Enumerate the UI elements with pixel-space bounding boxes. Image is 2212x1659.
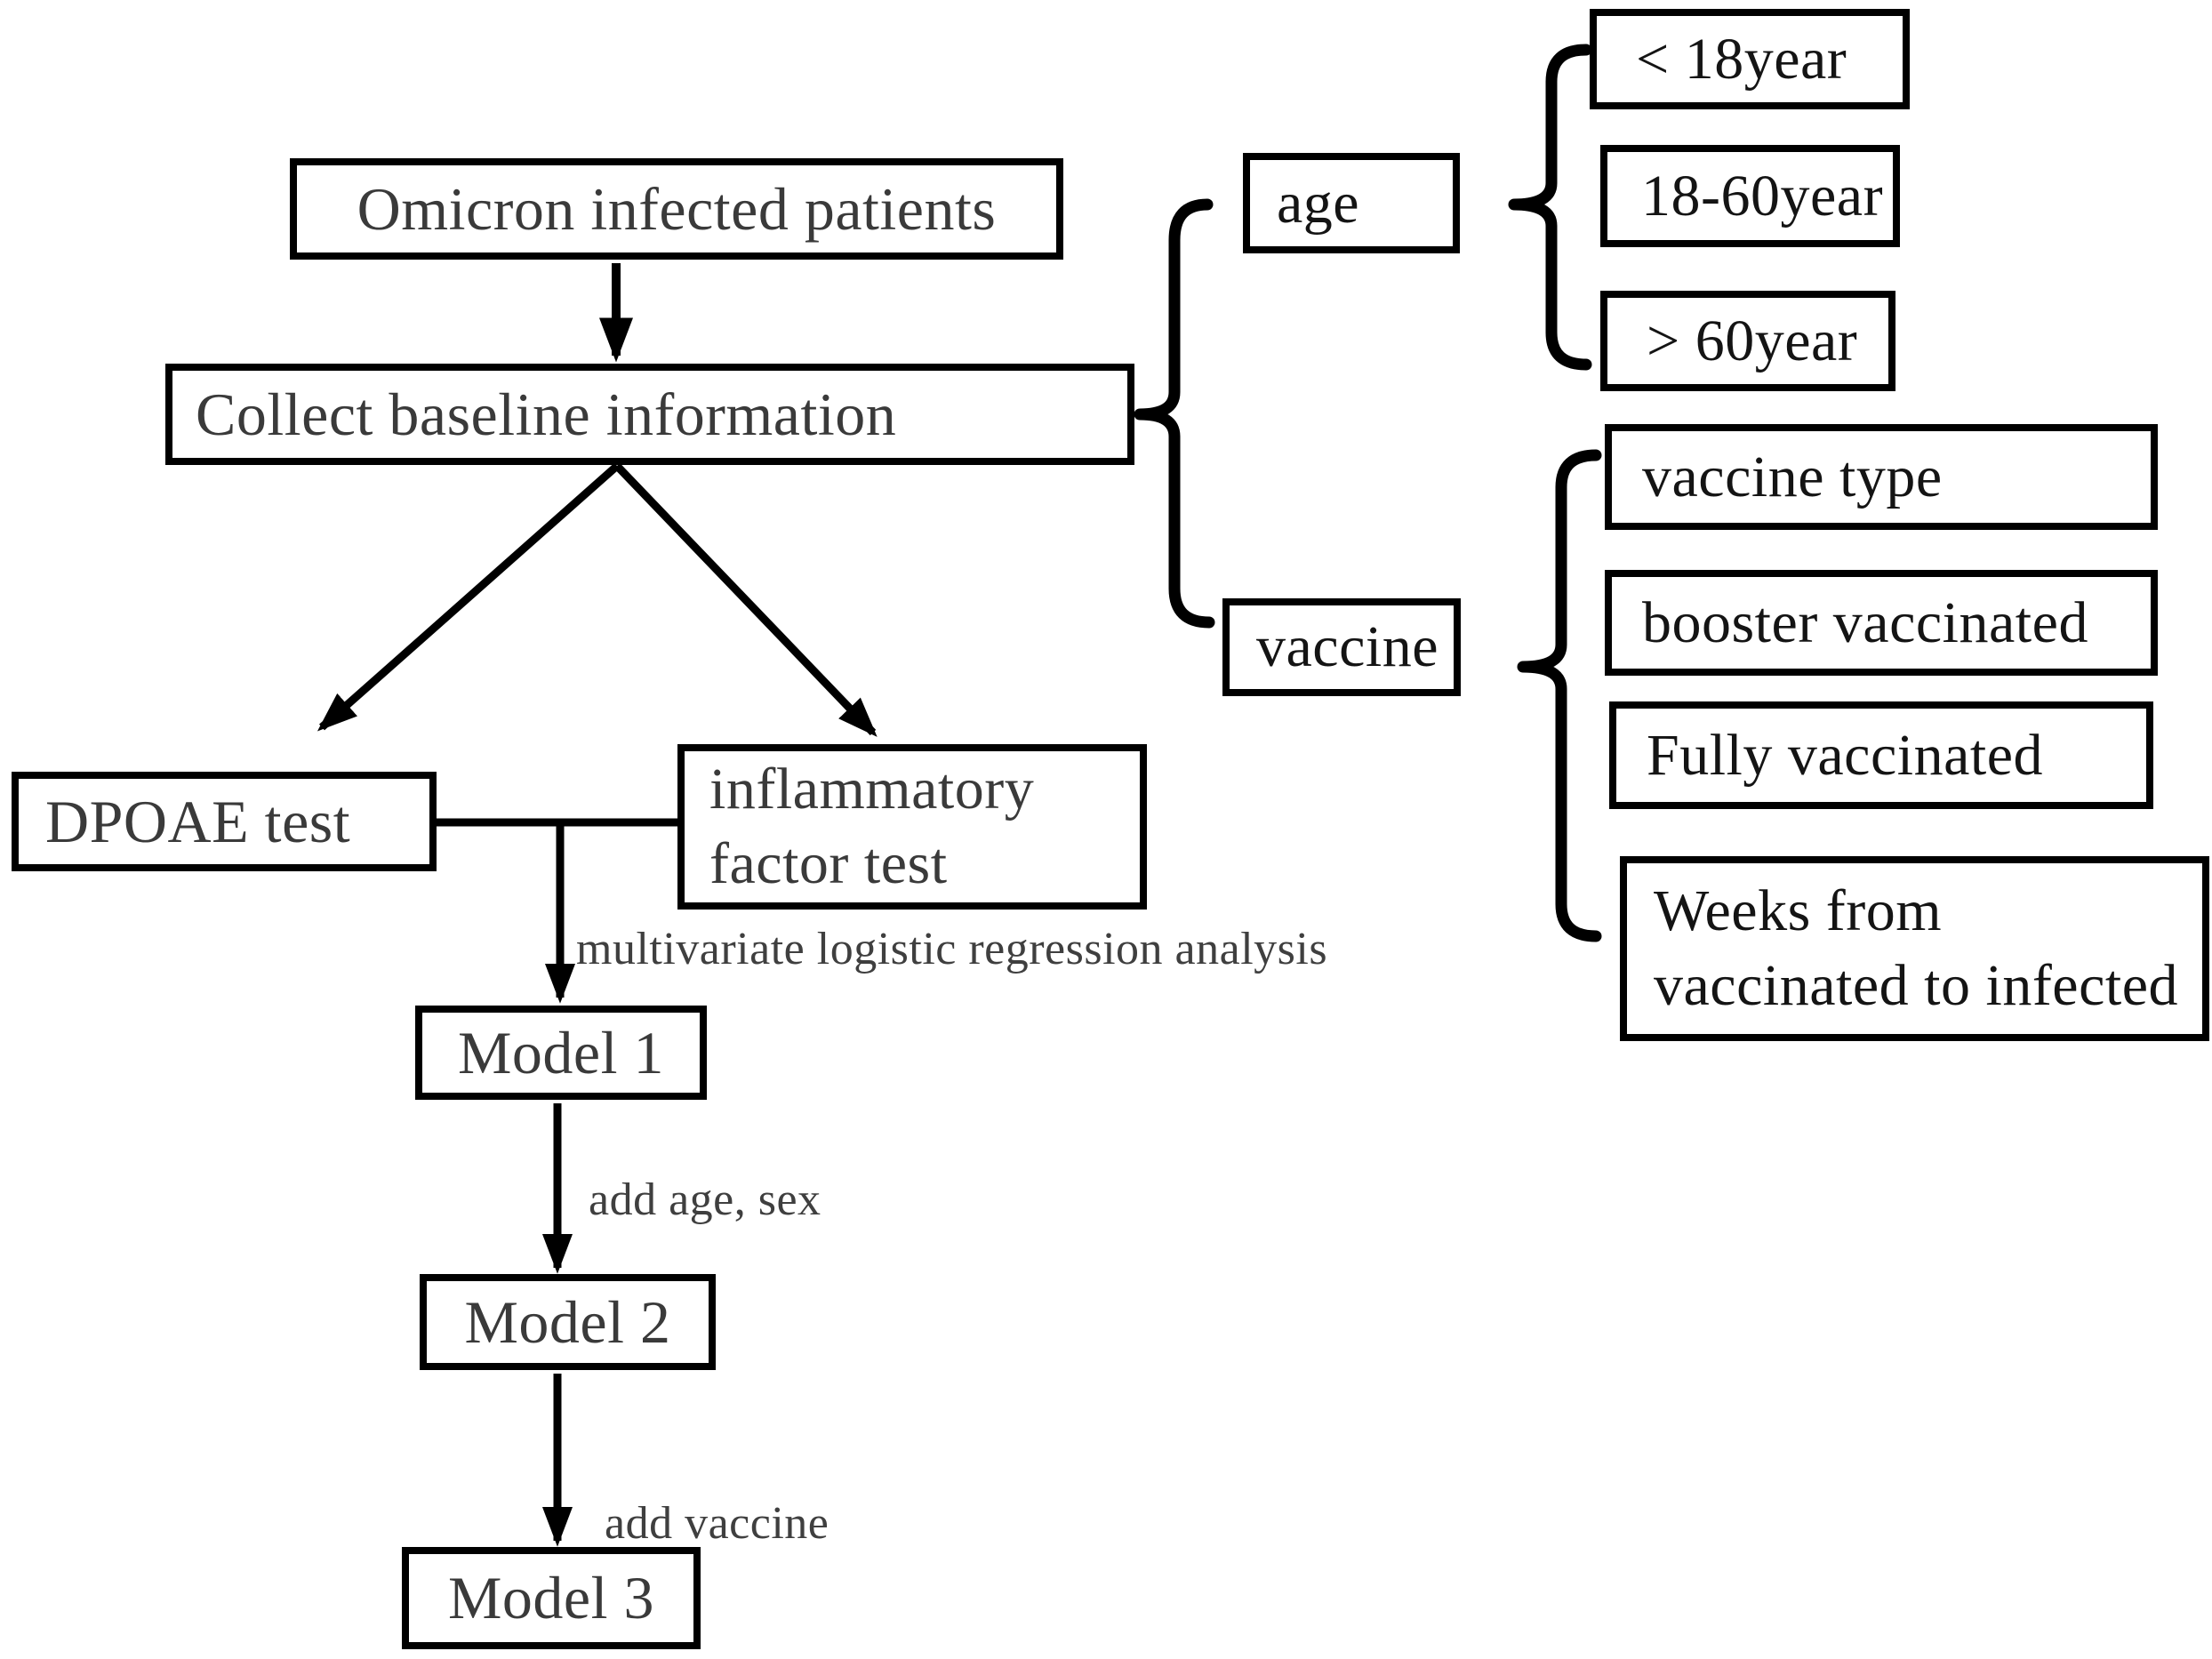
- brace-age-to-categories: [1508, 44, 1592, 371]
- brace-collect-to-groups: [1134, 198, 1215, 629]
- node-label: Collect baseline information: [196, 380, 897, 448]
- arrow-collect-to-inflammatory: [613, 462, 878, 737]
- node-label: vaccine type: [1642, 444, 1943, 509]
- node-model-3: Model 3: [402, 1547, 701, 1649]
- node-age-under-18: < 18year: [1590, 9, 1910, 109]
- node-vaccine: vaccine: [1222, 598, 1461, 696]
- node-label: booster vaccinated: [1642, 589, 2088, 655]
- node-label: 18-60year: [1641, 163, 1884, 228]
- node-collect-baseline-information: Collect baseline information: [165, 364, 1134, 465]
- node-label: < 18year: [1636, 26, 1847, 92]
- node-fully-vaccinated: Fully vaccinated: [1609, 701, 2153, 809]
- node-label: Model 2: [464, 1287, 671, 1356]
- edge-label-add-age-sex: add age, sex: [589, 1174, 821, 1225]
- node-label-line1: inflammatory: [709, 757, 1035, 821]
- node-label: age: [1277, 170, 1360, 236]
- node-age-18-60: 18-60year: [1600, 145, 1900, 247]
- node-age: age: [1243, 153, 1460, 253]
- node-label-line1: Weeks from: [1654, 878, 1943, 943]
- node-label: Model 3: [447, 1564, 655, 1631]
- node-age-over-60: > 60year: [1600, 291, 1895, 391]
- arrow-collect-to-dpoae: [317, 462, 620, 732]
- brace-vaccine-to-items: [1517, 449, 1602, 942]
- node-label: Omicron infected patients: [357, 174, 997, 243]
- node-weeks-from-vaccinated-to-infected: Weeks from vaccinated to infected: [1620, 856, 2209, 1041]
- node-label: > 60year: [1647, 308, 1858, 373]
- node-model-1: Model 1: [415, 1006, 707, 1100]
- edge-label-add-vaccine: add vaccine: [605, 1498, 830, 1549]
- node-label: vaccine: [1256, 614, 1439, 679]
- node-label-line2: factor test: [709, 831, 948, 896]
- node-label: Model 1: [457, 1018, 665, 1086]
- edge-label-regression-analysis: multivariate logistic regression analysi…: [576, 924, 1328, 974]
- node-label: Fully vaccinated: [1647, 722, 2044, 788]
- node-omicron-infected-patients: Omicron infected patients: [290, 158, 1063, 260]
- node-label-line2: vaccinated to infected: [1654, 953, 2179, 1018]
- node-vaccine-type: vaccine type: [1605, 424, 2158, 530]
- node-booster-vaccinated: booster vaccinated: [1605, 570, 2158, 676]
- node-model-2: Model 2: [420, 1274, 716, 1370]
- node-label: DPOAE test: [45, 787, 351, 855]
- node-dpoae-test: DPOAE test: [12, 772, 437, 871]
- node-inflammatory-factor-test: inflammatory factor test: [677, 744, 1147, 910]
